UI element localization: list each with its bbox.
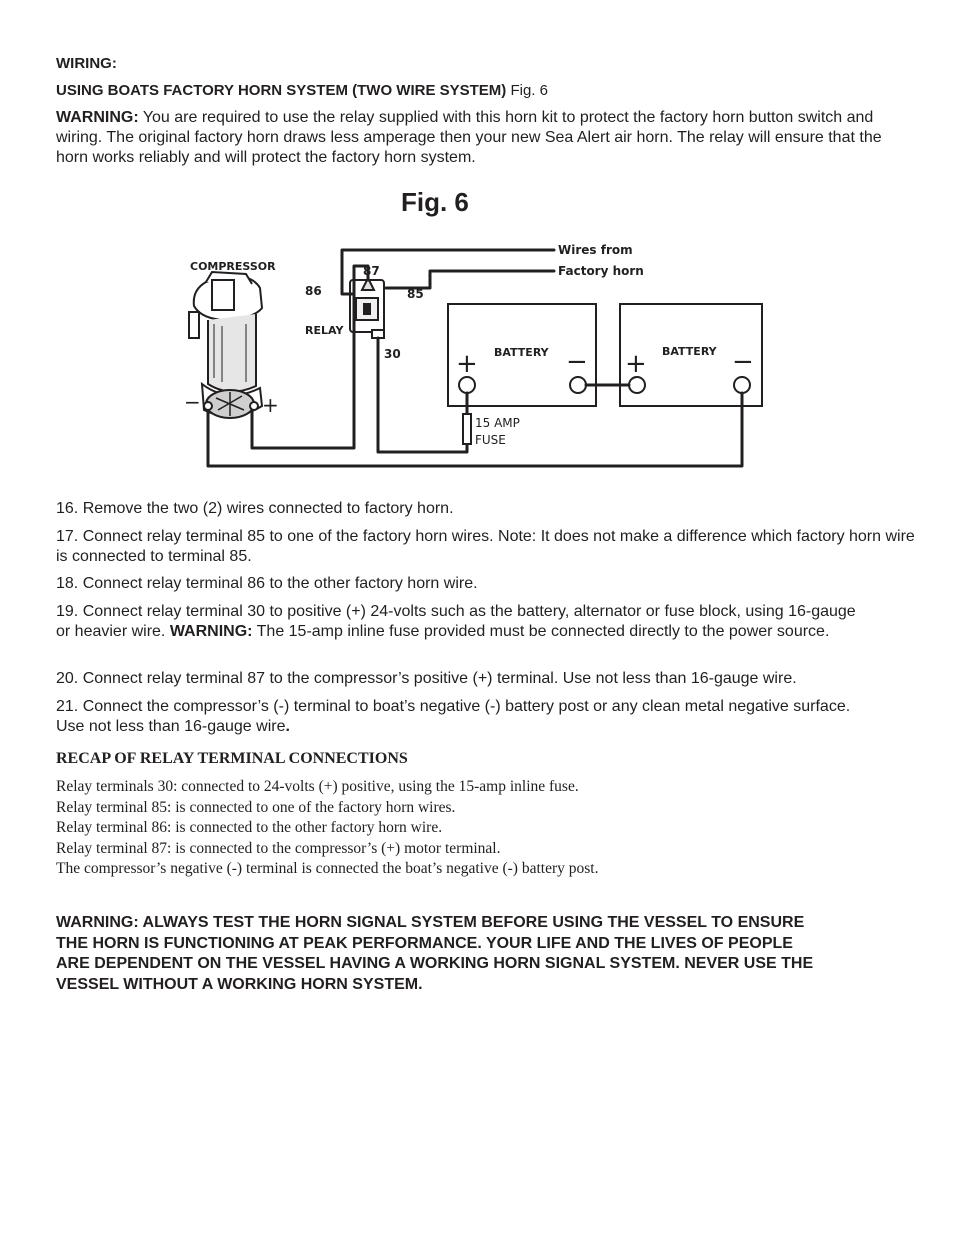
fuse-label-amp: 15 AMP xyxy=(475,416,520,430)
step-16: 16. Remove the two (2) wires connected t… xyxy=(56,500,454,517)
recap-line: Relay terminal 85: is connected to one o… xyxy=(56,798,456,816)
final-warning: WARNING: ALWAYS TEST THE HORN SIGNAL SYS… xyxy=(56,913,936,995)
step-17: 17. Connect relay terminal 85 to one of … xyxy=(56,528,915,565)
battery-1-negative-post xyxy=(569,376,587,394)
battery-1-minus-sign: − xyxy=(566,347,588,377)
recap-line: Relay terminal 86: is connected to the o… xyxy=(56,819,443,836)
wiring-diagram: COMPRESSOR − + 86 87 85 30 RELAY Wires f… xyxy=(172,238,780,480)
battery-2-minus-sign: − xyxy=(732,347,754,377)
intro-warning-label: WARNING: xyxy=(56,109,139,126)
battery-2-label: BATTERY xyxy=(662,345,718,358)
step-21: 21. Connect the compressor’s (-) termina… xyxy=(56,697,866,737)
system-heading-title: USING BOATS FACTORY HORN SYSTEM (TWO WIR… xyxy=(56,82,507,99)
recap-line: The compressor’s negative (-) terminal i… xyxy=(56,860,599,877)
battery-2-plus-sign: + xyxy=(625,349,647,379)
step-19-warning-text: The 15-amp inline fuse provided must be … xyxy=(256,623,830,640)
wires-from-label: Wires from xyxy=(558,243,633,257)
recap-list: Relay terminals 30: connected to 24-volt… xyxy=(56,777,916,880)
battery-1-positive-post xyxy=(458,376,476,394)
battery-1-label: BATTERY xyxy=(494,346,550,359)
recap-line: Relay terminal 87: is connected to the c… xyxy=(56,839,501,857)
final-warning-line: VESSEL WITHOUT A WORKING HORN SYSTEM. xyxy=(56,975,423,993)
terminal-86-label: 86 xyxy=(305,284,322,298)
wiring-heading: WIRING: xyxy=(56,55,117,72)
recap-line: Relay terminals 30: connected to 24-volt… xyxy=(56,778,579,795)
compressor-illustration xyxy=(188,270,264,419)
fuse-label-fuse: FUSE xyxy=(475,433,506,447)
compressor-plus-sign: + xyxy=(262,393,279,417)
step-19-text: 19. Connect relay terminal 30 to positiv… xyxy=(56,603,856,640)
final-warning-line: WARNING: ALWAYS TEST THE HORN SIGNAL SYS… xyxy=(56,914,805,931)
intro-warning-text: You are required to use the relay suppli… xyxy=(56,109,882,166)
system-heading: USING BOATS FACTORY HORN SYSTEM (TWO WIR… xyxy=(56,82,548,99)
wires xyxy=(206,248,744,468)
step-20: 20. Connect relay terminal 87 to the com… xyxy=(56,670,797,687)
intro-warning-paragraph: WARNING: You are required to use the rel… xyxy=(56,108,906,168)
final-warning-line: ARE DEPENDENT ON THE VESSEL HAVING A WOR… xyxy=(56,955,814,972)
battery-2-negative-post xyxy=(733,376,751,394)
step-19: 19. Connect relay terminal 30 to positiv… xyxy=(56,602,868,642)
system-heading-figref: Fig. 6 xyxy=(510,82,548,99)
step-21-text: 21. Connect the compressor’s (-) termina… xyxy=(56,698,851,735)
figure-title: Fig. 6 xyxy=(401,187,469,217)
battery-2-positive-post xyxy=(628,376,646,394)
compressor-minus-sign: − xyxy=(184,390,201,414)
step-19-warning-label: WARNING: xyxy=(169,623,253,640)
step-21-period: . xyxy=(285,718,290,735)
final-warning-line: THE HORN IS FUNCTIONING AT PEAK PERFORMA… xyxy=(56,934,793,952)
compressor-label: COMPRESSOR xyxy=(190,260,276,273)
terminal-30-label: 30 xyxy=(384,347,401,361)
terminal-85-label: 85 xyxy=(407,287,424,301)
battery-1-plus-sign: + xyxy=(456,349,478,379)
step-18: 18. Connect relay terminal 86 to the oth… xyxy=(56,575,478,592)
factory-horn-label: Factory horn xyxy=(558,264,644,278)
relay-label: RELAY xyxy=(305,324,344,337)
inline-fuse xyxy=(462,413,472,445)
recap-title: RECAP OF RELAY TERMINAL CONNECTIONS xyxy=(56,750,408,767)
relay-illustration xyxy=(349,275,385,339)
